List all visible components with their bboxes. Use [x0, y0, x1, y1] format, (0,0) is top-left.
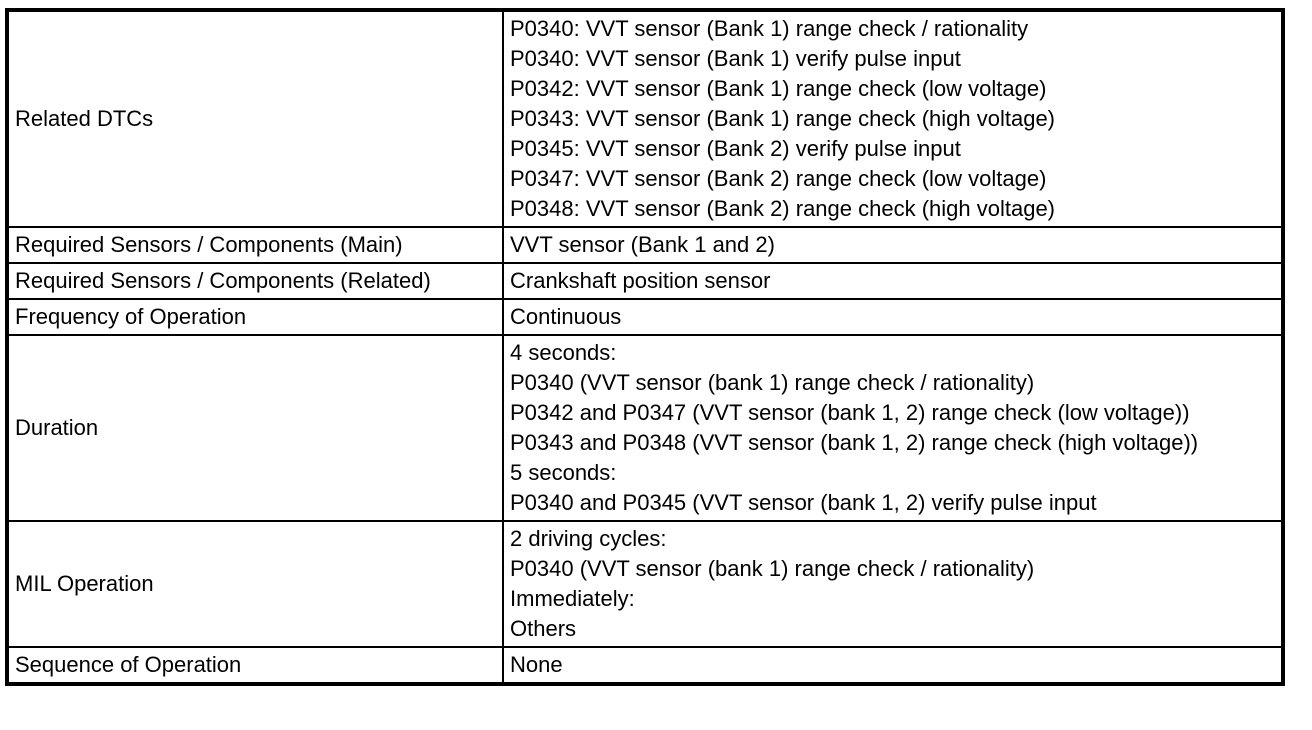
value-line: P0343 and P0348 (VVT sensor (bank 1, 2) … [510, 430, 1199, 455]
table-row: Sequence of Operation None [6, 646, 1284, 685]
value-line: Others [510, 616, 577, 641]
value-line: Crankshaft position sensor [510, 268, 771, 293]
table-row: Frequency of Operation Continuous [6, 298, 1284, 336]
value-line: P0342 and P0347 (VVT sensor (bank 1, 2) … [510, 400, 1190, 425]
row-value: Crankshaft position sensor [502, 262, 1284, 300]
row-value: 2 driving cycles: P0340 (VVT sensor (bank… [502, 520, 1284, 648]
value-line: P0340 and P0345 (VVT sensor (bank 1, 2) … [510, 490, 1097, 515]
value-line: P0343: VVT sensor (Bank 1) range check (… [510, 106, 1056, 131]
value-line: 2 driving cycles: [510, 526, 667, 551]
value-line: P0340 (VVT sensor (bank 1) range check /… [510, 556, 1035, 581]
row-value: VVT sensor (Bank 1 and 2) [502, 226, 1284, 264]
row-label: Related DTCs [6, 9, 504, 228]
table-row: Related DTCs P0340: VVT sensor (Bank 1) … [6, 9, 1284, 228]
row-value: P0340: VVT sensor (Bank 1) range check /… [502, 9, 1284, 228]
row-value: 4 seconds: P0340 (VVT sensor (bank 1) ran… [502, 334, 1284, 522]
value-line: P0340: VVT sensor (Bank 1) range check /… [510, 16, 1029, 41]
dtc-spec-table-body: Related DTCs P0340: VVT sensor (Bank 1) … [6, 9, 1284, 685]
row-label: Required Sensors / Components (Related) [6, 262, 504, 300]
value-line: P0342: VVT sensor (Bank 1) range check (… [510, 76, 1047, 101]
value-line: P0345: VVT sensor (Bank 2) verify pulse … [510, 136, 961, 161]
table-row: Required Sensors / Components (Related) … [6, 262, 1284, 300]
row-value: Continuous [502, 298, 1284, 336]
table-row: Required Sensors / Components (Main) VVT… [6, 226, 1284, 264]
value-line: P0348: VVT sensor (Bank 2) range check (… [510, 196, 1056, 221]
value-line: P0340 (VVT sensor (bank 1) range check /… [510, 370, 1035, 395]
table-row: MIL Operation 2 driving cycles: P0340 (VV… [6, 520, 1284, 648]
row-label: Required Sensors / Components (Main) [6, 226, 504, 264]
row-label: Frequency of Operation [6, 298, 504, 336]
value-line: None [510, 652, 563, 677]
row-label: Duration [6, 334, 504, 522]
row-value: None [502, 646, 1284, 685]
value-line: Continuous [510, 304, 622, 329]
value-line: P0340: VVT sensor (Bank 1) verify pulse … [510, 46, 961, 71]
value-line: VVT sensor (Bank 1 and 2) [510, 232, 775, 257]
row-label: MIL Operation [6, 520, 504, 648]
row-label: Sequence of Operation [6, 646, 504, 685]
table-row: Duration 4 seconds: P0340 (VVT sensor (ba… [6, 334, 1284, 522]
value-line: P0347: VVT sensor (Bank 2) range check (… [510, 166, 1047, 191]
value-line: 5 seconds: [510, 460, 617, 485]
value-line: 4 seconds: [510, 340, 617, 365]
value-line: Immediately: [510, 586, 635, 611]
dtc-spec-table: Related DTCs P0340: VVT sensor (Bank 1) … [5, 8, 1285, 686]
